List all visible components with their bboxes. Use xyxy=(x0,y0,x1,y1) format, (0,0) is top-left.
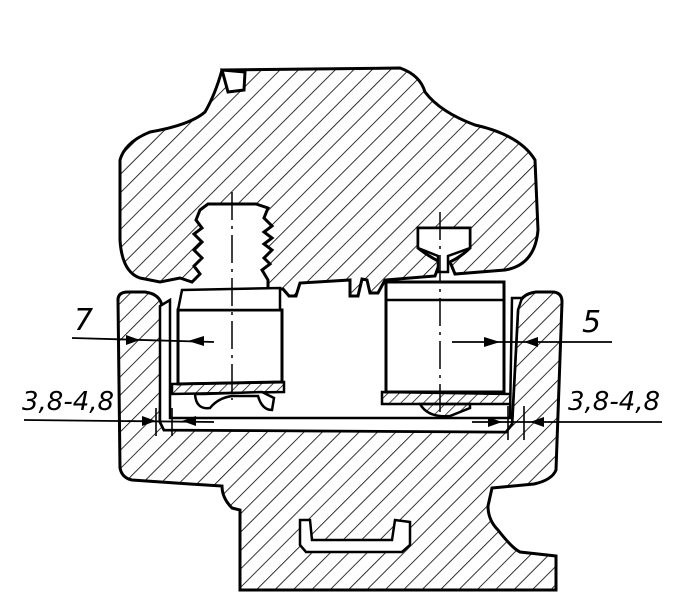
left-lower-seal xyxy=(193,390,276,412)
left-piston-neck xyxy=(176,286,282,312)
label-left-thickness: 7 xyxy=(74,303,93,338)
label-right-gap: 3,8-4,8 xyxy=(568,387,660,417)
lower-housing-section xyxy=(116,290,564,592)
dimension-right-gap: 3,8-4,8 xyxy=(472,387,662,440)
right-bottom-plate xyxy=(380,390,514,406)
dimension-right-thickness: 5 xyxy=(452,305,612,347)
right-lower-seal xyxy=(417,402,472,418)
dimension-left-gap: 3,8-4,8 xyxy=(22,387,215,436)
label-right-thickness: 5 xyxy=(582,305,601,340)
bottom-groove xyxy=(298,518,412,554)
dimension-left-thickness: 7 xyxy=(71,303,215,346)
right-piston xyxy=(384,280,506,394)
right-tslot-head xyxy=(416,226,472,274)
housing-cavity xyxy=(158,296,524,434)
upper-body-notch xyxy=(219,68,247,94)
label-left-gap: 3,8-4,8 xyxy=(22,387,114,417)
left-piston xyxy=(176,308,284,386)
upper-body-section xyxy=(118,66,540,298)
